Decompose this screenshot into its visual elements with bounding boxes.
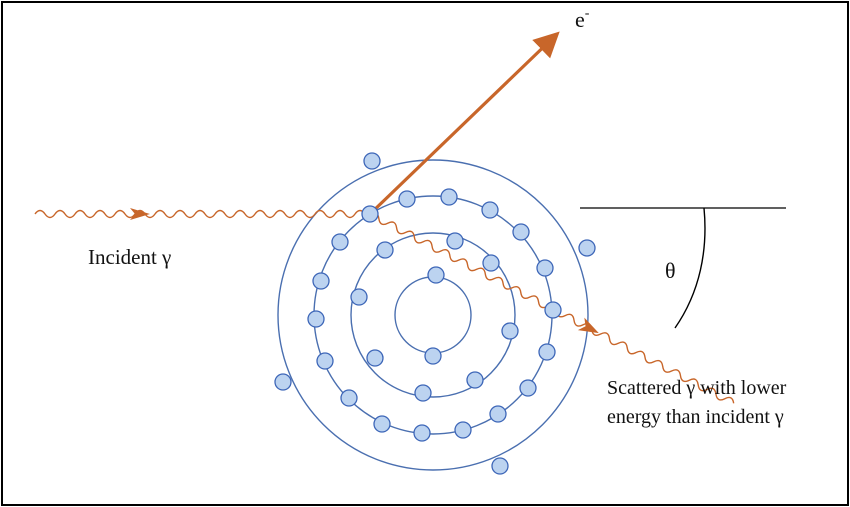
electron — [536, 259, 554, 277]
ejected-electron-arrow — [368, 31, 560, 216]
electron — [376, 241, 394, 259]
electron — [466, 371, 484, 389]
electron — [501, 322, 519, 340]
electron — [331, 233, 349, 251]
electron — [427, 266, 445, 284]
orbit-shell-2 — [350, 232, 516, 398]
electron — [440, 188, 458, 206]
electron — [340, 389, 358, 407]
electron — [454, 421, 472, 439]
incident-arrowhead — [130, 208, 150, 220]
electron — [512, 223, 530, 241]
electron — [350, 288, 368, 306]
electron — [274, 373, 292, 391]
electron — [414, 384, 432, 402]
electron-label: e- — [575, 6, 590, 32]
electron — [312, 272, 330, 290]
electron — [482, 254, 500, 272]
electron — [398, 190, 416, 208]
electron — [424, 347, 442, 365]
electron — [316, 352, 334, 370]
electron — [489, 405, 507, 423]
scattering-angle-arc — [674, 207, 706, 329]
electron-group — [274, 152, 596, 475]
electron — [544, 301, 562, 319]
electron — [413, 424, 431, 442]
scattering-angle-label: θ — [665, 258, 676, 283]
orbit-shell-4 — [277, 159, 589, 471]
scattered-photon-label-line2: energy than incident γ — [607, 406, 784, 428]
electron — [491, 457, 509, 475]
electron — [538, 343, 556, 361]
orbit-shell-1 — [394, 276, 472, 354]
electron — [307, 310, 325, 328]
electron — [361, 205, 379, 223]
scattered-photon-label-line1: Scattered γ with lower — [607, 377, 787, 399]
scattered-arrowhead — [577, 317, 599, 334]
electron — [446, 232, 464, 250]
electron — [578, 239, 596, 257]
electron — [366, 349, 384, 367]
electron — [481, 201, 499, 219]
electron — [519, 379, 537, 397]
electron — [363, 152, 381, 170]
incident-photon-label: Incident γ — [88, 245, 171, 269]
electron — [373, 415, 391, 433]
incident-photon-wave — [34, 209, 366, 219]
